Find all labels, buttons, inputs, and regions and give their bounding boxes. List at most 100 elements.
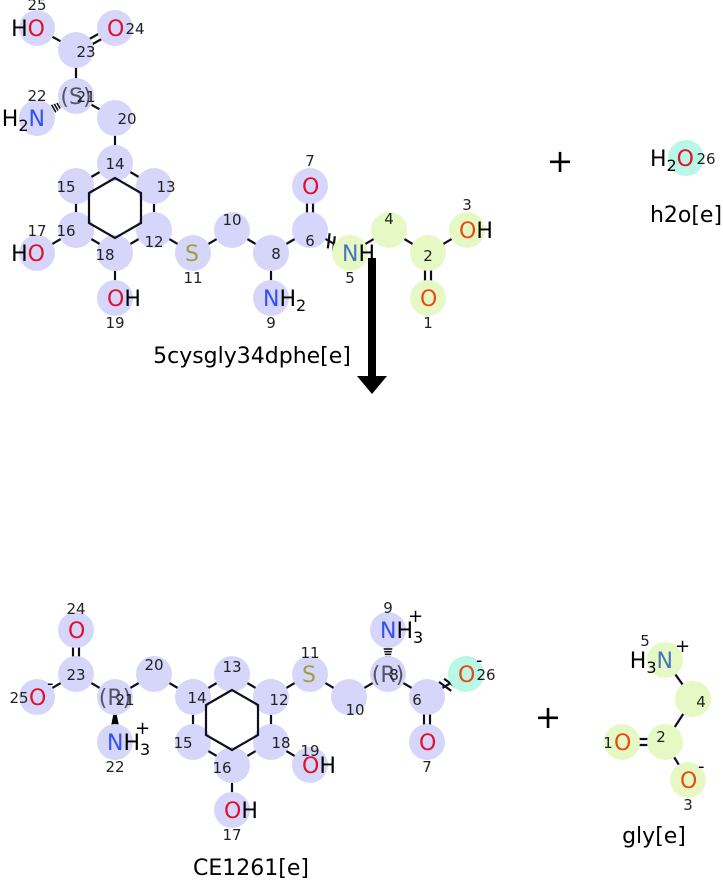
atom-number: 15 [173, 734, 192, 752]
atom-highlight [448, 656, 484, 692]
atom-highlight [19, 235, 55, 271]
atom-highlight [253, 679, 289, 715]
atom-number: 14 [187, 689, 206, 707]
atom-22: NH3+22 [105, 718, 150, 776]
atom-number: 13 [156, 178, 175, 196]
atom-number: 23 [76, 43, 95, 61]
atom-highlight [58, 78, 94, 114]
atom-highlight [410, 235, 446, 271]
atom-number: 11 [183, 269, 202, 287]
atom-label: O [107, 17, 124, 42]
atom-number: 10 [345, 701, 364, 719]
atom-1: O1 [420, 287, 437, 332]
atom-number: 18 [95, 246, 114, 264]
atom-number: 12 [269, 691, 288, 709]
atom-highlight [410, 280, 446, 316]
atom-label: NH3 [107, 731, 150, 759]
atom-number: 20 [144, 656, 163, 674]
atom-number: 12 [144, 233, 163, 251]
atom-15: 15 [173, 734, 192, 752]
atom-highlight [175, 235, 211, 271]
charge-label: + [675, 636, 690, 657]
reaction-arrow-icon [357, 258, 387, 394]
stereo-label: (R) [99, 686, 131, 711]
atom-4: 4 [696, 693, 706, 711]
atom-highlight [97, 724, 133, 760]
atom-highlight [668, 140, 704, 176]
atom-number: 1 [603, 734, 613, 752]
atom-label: OH [107, 287, 141, 312]
atom-label: S [302, 663, 316, 688]
atom-highlight [97, 235, 133, 271]
atom-number: 25 [9, 689, 28, 707]
stereo-label: (R) [372, 663, 404, 688]
atom-6: 6 [305, 232, 315, 250]
atom-highlight [19, 100, 55, 136]
atom-8: (R)8 [372, 663, 404, 688]
atom-highlight [214, 792, 250, 828]
charge-label: + [408, 606, 423, 627]
atom-number: 21 [115, 691, 134, 709]
atom-number: 20 [117, 110, 136, 128]
molecule-name-ce1261: CE1261[e] [193, 856, 309, 880]
atom-8: 8 [271, 245, 281, 263]
atom-highlight [58, 612, 94, 648]
atom-highlight [647, 642, 683, 678]
atom-highlight [292, 212, 328, 248]
atom-highlight [332, 235, 368, 271]
atom-highlight [253, 280, 289, 316]
atom-24: O24 [66, 600, 85, 644]
atom-labels: O12OH34NH56O78NH2910S111213141516HO1718O… [2, 0, 716, 844]
atom-highlight [449, 212, 485, 248]
atom-highlight [670, 762, 706, 798]
charge-label: - [476, 650, 483, 671]
atom-12: 12 [269, 691, 288, 709]
atom-label: O [68, 619, 85, 644]
atom-number: 5 [640, 632, 650, 650]
aromatic-rings [87, 176, 260, 752]
atom-label: OH [302, 754, 336, 779]
atom-13: 13 [156, 178, 175, 196]
atom-16: 16 [212, 759, 231, 777]
atom-number: 7 [305, 152, 315, 170]
atom-number: 16 [212, 759, 231, 777]
atom-5: H3N+5 [630, 632, 690, 677]
molecule-name-h2o: h2o[e] [650, 203, 722, 228]
atom-number: 9 [266, 314, 276, 332]
atom-highlight [292, 747, 328, 783]
atom-label: OH [459, 219, 493, 244]
atom-highlight [409, 679, 445, 715]
atom-9: NH3+9 [380, 599, 423, 647]
atom-label: O [614, 731, 631, 756]
atom-number: 26 [696, 150, 715, 168]
atom-14: 14 [105, 155, 124, 173]
atom-label: H2N [2, 107, 45, 135]
atom-highlight [371, 212, 407, 248]
atom-highlight [175, 679, 211, 715]
atom-number: 6 [412, 691, 422, 709]
molecule-name-gly: gly[e] [622, 824, 686, 849]
atom-6: 6 [412, 691, 422, 709]
atom-highlight [253, 724, 289, 760]
atom-2: 2 [423, 247, 433, 265]
atom-10: 10 [345, 701, 364, 719]
plus-sign-products: + [535, 698, 562, 736]
atom-highlight [292, 168, 328, 204]
atom-number: 10 [222, 211, 241, 229]
atom-13: 13 [222, 658, 241, 676]
atom-number: 25 [27, 0, 46, 14]
atom-7: O7 [419, 731, 436, 776]
atom-23: 23 [66, 666, 85, 684]
atom-number: 5 [345, 269, 355, 287]
atom-highlight [675, 681, 711, 717]
atom-number: 2 [423, 247, 433, 265]
atom-highlight [214, 212, 250, 248]
atom-number: 6 [305, 232, 315, 250]
